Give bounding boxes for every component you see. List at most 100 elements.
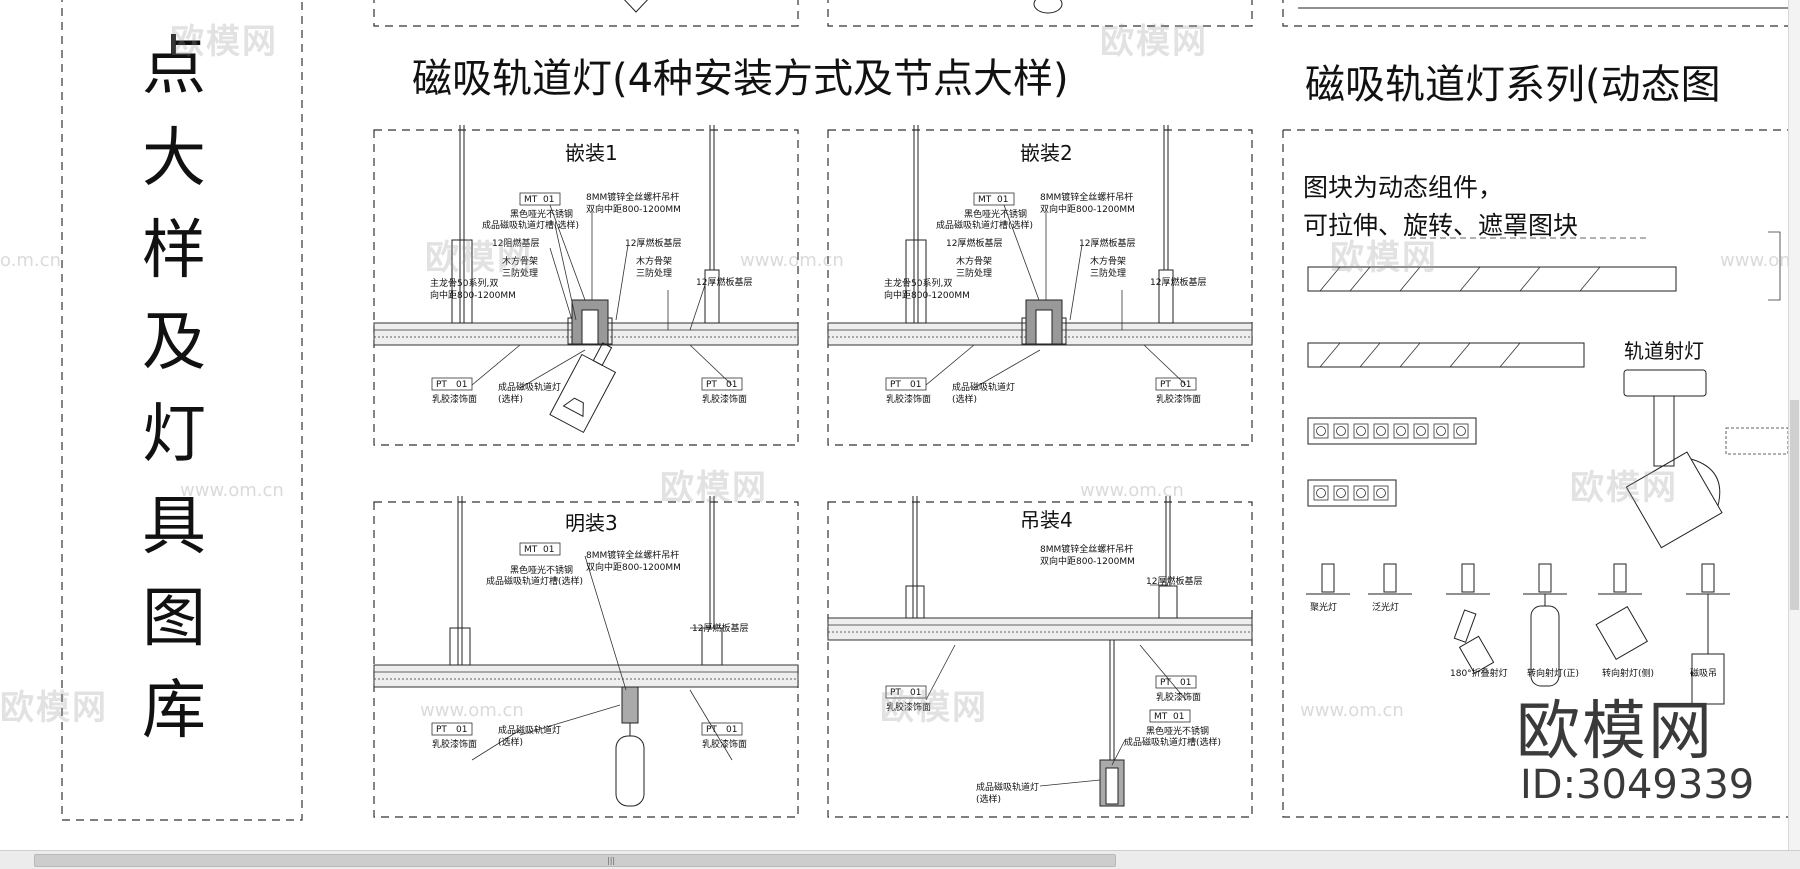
select-label: (选样): [498, 393, 523, 405]
keel-spacing-label: 向中距800-1200MM: [884, 289, 970, 301]
black-steel-label: 黑色哑光不锈钢: [510, 564, 573, 576]
top-frame-3: [1282, 0, 1788, 27]
fixture-icon[interactable]: [1446, 563, 1495, 675]
vertical-scrollbar[interactable]: [1788, 0, 1800, 850]
pt-code: 01: [910, 688, 921, 698]
rod-label: 8MM镀锌全丝螺杆吊杆: [586, 191, 679, 203]
pt-code: 01: [456, 380, 467, 390]
track-light-label: 成品磁吸轨道灯: [952, 381, 1015, 393]
dynamic-note-line-2: 可拉伸、旋转、遮罩图块: [1303, 211, 1578, 240]
pt-code-right: 01: [1180, 380, 1191, 390]
left-title-char: 样: [142, 214, 206, 288]
mt-tag: MT: [524, 195, 538, 205]
right-panel: 图块为动态组件， 可拉伸、旋转、遮罩图块 轨道射灯 聚光灯 泛光灯 180°折叠射灯…: [1303, 173, 1733, 705]
fixture-label: 180°折叠射灯: [1450, 667, 1508, 679]
horizontal-scroll-thumb[interactable]: |||: [34, 854, 1116, 867]
scroll-grip-icon: |||: [607, 856, 616, 865]
pt-code-right: 01: [726, 380, 737, 390]
detail-3-drawing: [373, 496, 799, 807]
pt-tag: PT: [890, 688, 901, 698]
rod-label: 8MM镀锌全丝螺杆吊杆: [1040, 543, 1133, 555]
detail-frame-2: [827, 129, 1253, 446]
mt-tag: MT: [1154, 712, 1168, 722]
linear-light-long[interactable]: [1307, 266, 1677, 292]
track-spotlight-icon[interactable]: [1623, 369, 1733, 549]
mt-code: 01: [543, 545, 554, 555]
left-title-char: 大: [142, 122, 206, 196]
rod-spacing-label: 双向中距800-1200MM: [586, 203, 681, 215]
fixture-label: 聚光灯: [1310, 601, 1337, 613]
latex-label: 乳胶漆饰面: [432, 738, 477, 750]
select-label: (选样): [498, 736, 523, 748]
fixture-label: 转向射灯(正): [1527, 667, 1579, 679]
board-base-label-2: 12厚燃板基层: [1150, 276, 1206, 288]
keel-label: 主龙骨50系列,双: [430, 277, 498, 289]
left-title-char: 具: [142, 490, 206, 564]
latex-label-right: 乳胶漆饰面: [1156, 691, 1201, 703]
left-title-char: 点: [142, 30, 206, 104]
detail-2-labels: MT 01 8MM镀锌全丝螺杆吊杆 双向中距800-1200MM 黑色哑光不锈钢…: [884, 191, 1206, 405]
rod-label: 8MM镀锌全丝螺杆吊杆: [1040, 191, 1133, 203]
fixture-icon[interactable]: [1595, 563, 1649, 661]
black-steel-label: 黑色哑光不锈钢: [1146, 725, 1209, 737]
grille-light-short[interactable]: [1307, 479, 1397, 507]
left-title-char: 灯: [142, 398, 206, 472]
pt-code: 01: [910, 380, 921, 390]
pt-tag: PT: [436, 725, 447, 735]
latex-label-right: 乳胶漆饰面: [1156, 393, 1201, 405]
pt-code: 01: [456, 725, 467, 735]
left-column-frame: [61, 0, 303, 821]
fireproof-label-right: 三防处理: [1090, 267, 1126, 279]
detail-title-2: 嵌装2: [1020, 141, 1073, 165]
fireproof-label-right: 三防处理: [636, 267, 672, 279]
pt-tag-right: PT: [1160, 380, 1171, 390]
detail-title-1: 嵌装1: [565, 141, 618, 165]
vertical-scroll-thumb[interactable]: [1790, 400, 1799, 610]
fixture-label: 泛光灯: [1372, 601, 1399, 613]
latex-label: 乳胶漆饰面: [432, 393, 477, 405]
rod-spacing-label: 双向中距800-1200MM: [1040, 203, 1135, 215]
fixture-icon[interactable]: [1686, 563, 1730, 705]
rod-spacing-label: 双向中距800-1200MM: [1040, 555, 1135, 567]
board-base-short-label: 12阻燃基层: [492, 237, 539, 249]
track-slot-label: 成品磁吸轨道灯槽(选样): [936, 219, 1033, 231]
detail-4-drawing: [827, 496, 1253, 807]
horizontal-scrollbar[interactable]: |||: [0, 850, 1800, 869]
keel-spacing-label: 向中距800-1200MM: [430, 289, 516, 301]
wood-frame-label-right: 木方骨架: [636, 255, 672, 267]
top-frame-1: [373, 0, 799, 27]
wood-frame-label-right: 木方骨架: [1090, 255, 1126, 267]
detail-frame-4: [827, 501, 1253, 818]
linear-light-medium[interactable]: [1307, 342, 1585, 368]
board-base-label: 12厚燃板基层: [1146, 575, 1202, 587]
pt-tag: PT: [890, 380, 901, 390]
fixture-label: 转向射灯(侧): [1602, 667, 1654, 679]
detail-frame-3: [373, 501, 799, 818]
dynamic-note-line-1: 图块为动态组件，: [1303, 173, 1503, 202]
select-label: (选样): [952, 393, 977, 405]
board-base-label-right: 12厚燃板基层: [1079, 237, 1135, 249]
spotlight-label: 轨道射灯: [1624, 339, 1704, 363]
model-id: ID:3049339: [1520, 762, 1755, 808]
wood-frame-label: 木方骨架: [502, 255, 538, 267]
fixture-icon[interactable]: [1368, 563, 1412, 595]
select-label: (选样): [976, 793, 1001, 805]
latex-label: 乳胶漆饰面: [886, 701, 931, 713]
board-base-label-2: 12厚燃板基层: [696, 276, 752, 288]
detail-title-3: 明装3: [565, 511, 618, 535]
fixture-icon[interactable]: [1306, 563, 1350, 595]
right-panel-frame: [1282, 129, 1788, 818]
fixture-icon[interactable]: [1523, 563, 1567, 687]
latex-label-right: 乳胶漆饰面: [702, 393, 747, 405]
track-slot-label: 成品磁吸轨道灯槽(选样): [1124, 736, 1221, 748]
track-slot-label: 成品磁吸轨道灯槽(选样): [486, 575, 583, 587]
fireproof-label: 三防处理: [502, 267, 538, 279]
latex-label-right: 乳胶漆饰面: [702, 738, 747, 750]
pt-code-right: 01: [726, 725, 737, 735]
wood-frame-label: 木方骨架: [956, 255, 992, 267]
brand-logo: 欧模网: [1516, 695, 1714, 769]
grille-light-long[interactable]: [1307, 417, 1477, 445]
detail-1-labels: MT 01 8MM镀锌全丝螺杆吊杆 双向中距800-1200MM 黑色哑光不锈钢…: [430, 191, 752, 405]
top-frame-2: [827, 0, 1253, 27]
